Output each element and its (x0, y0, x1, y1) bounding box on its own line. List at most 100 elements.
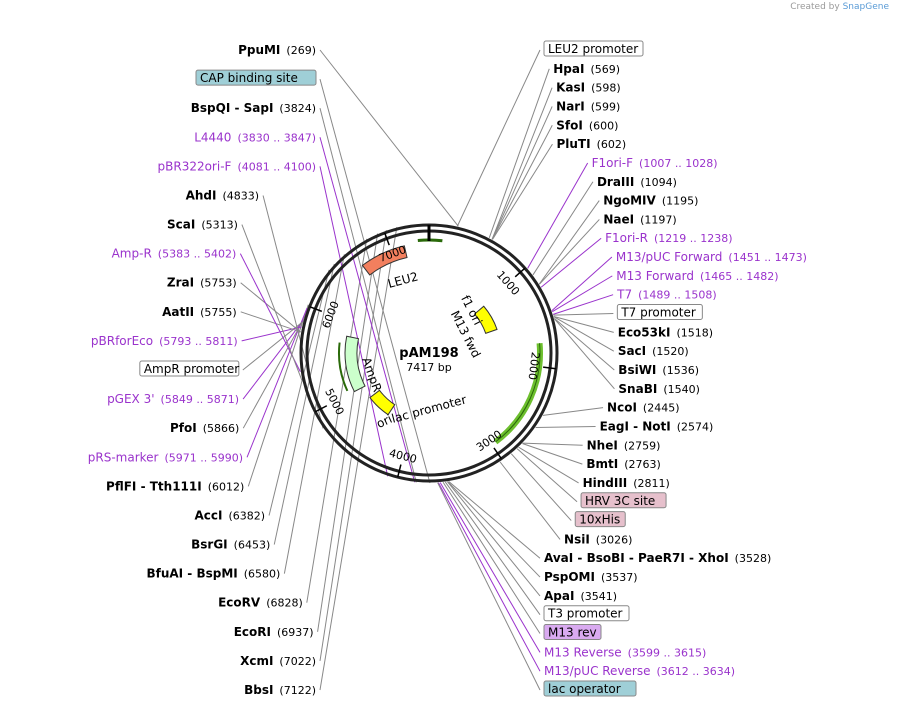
leader-line (552, 294, 614, 315)
leader-line (538, 200, 600, 285)
leader-line (535, 425, 596, 428)
leader-line (437, 482, 541, 691)
label-saci: SacI(1520) (618, 344, 689, 358)
inner-label-ori: ori (374, 412, 394, 431)
label-box (543, 605, 630, 622)
label-name: NarI(599) (556, 99, 620, 113)
label-text: 10xHis (579, 513, 620, 527)
leader-line (283, 254, 345, 574)
plasmid-length: 7417 bp (406, 361, 451, 374)
leader-line (319, 230, 387, 661)
label-name: BmtI(2763) (586, 457, 660, 471)
label-name: ApaI(3541) (544, 589, 617, 603)
leader-line (240, 282, 302, 333)
leader-line (242, 319, 304, 429)
label-bbsi: BbsI(7122) (244, 683, 316, 697)
label-name: SfoI(600) (556, 118, 618, 132)
label-name: BsrGI(6453) (191, 538, 270, 552)
insert-arc-edge (495, 343, 541, 443)
label-pgex-3: pGEX 3'(5849 .. 5871) (107, 392, 239, 406)
label-name: EcoRI(6937) (234, 625, 314, 639)
leader-line (437, 482, 541, 672)
leader-line (319, 108, 417, 483)
label-m13-forward: M13 Forward(1465 .. 1482) (616, 269, 778, 283)
leader-lines (239, 49, 615, 691)
label-cap-binding-site: CAP binding site (195, 69, 317, 86)
label-text: T7 promoter (620, 306, 696, 320)
label-name: SacI(1520) (618, 344, 689, 358)
label-box (543, 40, 644, 57)
leader-line (553, 317, 615, 371)
label-name: BspQI - SapI(3824) (191, 101, 316, 115)
label-name: AatII(5755) (162, 305, 237, 319)
tick-label-4: 4000 (388, 447, 418, 466)
label-ampr-promoter: AmpR promoter (139, 360, 240, 377)
watermark: Created by SnapGene (790, 2, 889, 12)
label-name: pGEX 3'(5849 .. 5871) (107, 392, 239, 406)
label-name: ZraI(5753) (167, 276, 237, 290)
label-box (574, 511, 626, 528)
tick-mark (396, 464, 402, 478)
leader-line (510, 453, 572, 521)
tick-label-1: 1000 (494, 268, 522, 298)
label-name: AhdI(4833) (186, 188, 259, 202)
leader-line (499, 461, 561, 540)
leader-line (446, 481, 541, 597)
label-m13-rev: M13 rev (543, 624, 602, 641)
inner-label-ampr: AmpR (359, 355, 384, 393)
label-box (616, 304, 703, 321)
tick-label-3: 3000 (474, 428, 504, 455)
leader-line (444, 481, 541, 615)
label-name: M13 Reverse(3599 .. 3615) (544, 645, 706, 659)
label-name: HindIII(2811) (583, 476, 670, 490)
label-ppumi: PpuMI(269) (238, 43, 316, 57)
leader-line (553, 316, 615, 352)
tick-label-5: 5000 (322, 386, 346, 417)
tick-mark (543, 366, 557, 370)
leader-line (448, 481, 541, 559)
label-name: F1ori-R(1219 .. 1238) (605, 231, 732, 245)
label-name: pRS-marker(5971 .. 5990) (88, 450, 243, 464)
tick-mark (514, 267, 526, 278)
leader-line (306, 238, 368, 603)
label-text: T3 promoter (547, 607, 623, 621)
leader-line (439, 482, 541, 653)
plasmid-name: pAM198 (399, 346, 458, 361)
label-name: KasI(598) (556, 81, 621, 95)
leader-line (488, 68, 550, 238)
label-m13-reverse: M13 Reverse(3599 .. 3615) (544, 645, 706, 659)
label-text: M13 rev (548, 626, 597, 640)
label-box (580, 492, 667, 509)
label-name: L4440(3830 .. 3847) (194, 130, 316, 144)
label-zrai: ZraI(5753) (167, 276, 237, 290)
label-snabi: SnaBI(1540) (618, 382, 699, 396)
feature-ori (369, 389, 396, 416)
label-name: PluTI(602) (556, 137, 626, 151)
feature-leu2 (361, 245, 408, 276)
label-draiii: DraIII(1094) (597, 175, 677, 189)
leader-line (240, 311, 301, 333)
watermark-prefix: Created by (790, 2, 840, 12)
label-name: HpaI(569) (553, 62, 620, 76)
label-text: lac operator (548, 682, 621, 696)
label-pbrforeco: pBRforEco(5793 .. 5811) (91, 334, 238, 348)
label-name: AvaI - BsoBI - PaeR7I - XhoI(3528) (544, 551, 771, 565)
label-pflfi-tth111i: PflFI - Tth111I(6012) (106, 479, 244, 493)
leader-line (447, 481, 541, 578)
label-acci: AccI(6382) (195, 508, 266, 522)
leader-line (538, 219, 600, 285)
label-nsii: NsiI(3026) (564, 532, 632, 546)
leader-line (553, 315, 614, 333)
feature-arcs (338, 238, 543, 445)
label-name: NaeI(1197) (603, 212, 676, 226)
label-name: PpuMI(269) (238, 43, 316, 57)
label-name: PfoI(5866) (170, 421, 239, 435)
leader-line (552, 275, 613, 313)
label-pfoi: PfoI(5866) (170, 421, 239, 435)
leader-line (532, 181, 594, 276)
leader-line (540, 237, 602, 288)
label-m13-puc-reverse: M13/pUC Reverse(3612 .. 3634) (544, 664, 735, 678)
label-name: DraIII(1094) (597, 175, 677, 189)
feature-f1-ori (473, 305, 498, 334)
label-scai: ScaI(5313) (167, 218, 238, 232)
